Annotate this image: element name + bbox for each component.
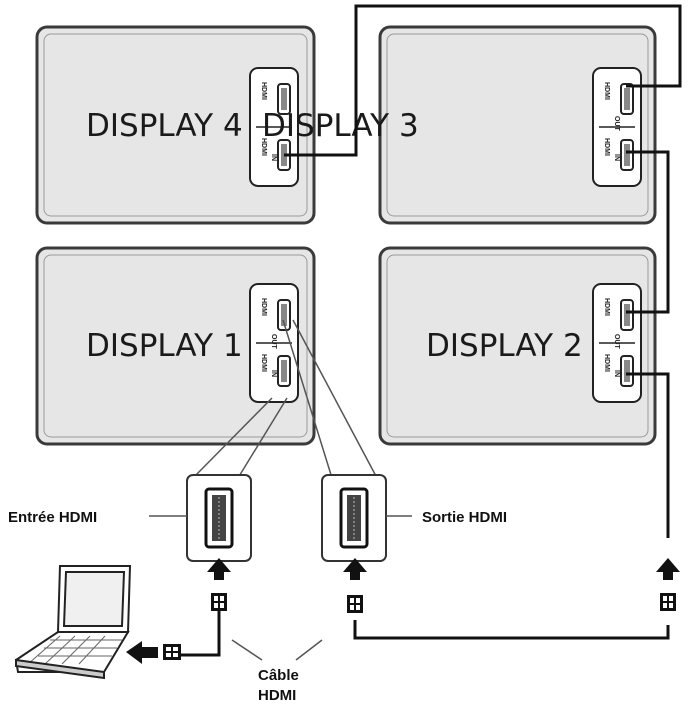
- left-arrow-icon: [126, 641, 158, 664]
- display-1-label: DISPLAY 1: [86, 328, 243, 364]
- port-label-hdmi-out: HDMI: [260, 82, 267, 100]
- display-3: [378, 25, 657, 225]
- port-label-in: IN: [270, 370, 277, 377]
- display-1: [35, 246, 316, 446]
- cable-d2-out-to-d3-in: [626, 150, 670, 314]
- display-3-label: DISPLAY 3: [262, 108, 419, 144]
- port-label-hdmi-in: HDMI: [603, 138, 610, 156]
- port-panel-display-2: HDMI OUT HDMI IN: [592, 283, 642, 403]
- port-label-hdmi-out: HDMI: [603, 82, 610, 100]
- port-label-in: IN: [270, 154, 277, 161]
- port-label-hdmi-in: HDMI: [260, 138, 267, 156]
- laptop-icon: [14, 565, 132, 680]
- port-panel-display-4: HDMI HDMI IN: [249, 67, 299, 187]
- cable-label-line1: Câble: [258, 667, 299, 684]
- port-label-hdmi-in: HDMI: [260, 354, 267, 372]
- hdmi-input-label: Entrée HDMI: [8, 509, 97, 526]
- display-4-label: DISPLAY 4: [86, 108, 243, 144]
- port-label-out: OUT: [613, 116, 620, 132]
- port-label-out: OUT: [270, 334, 277, 350]
- cable-laptop-to-d1-in: [180, 611, 221, 657]
- cable-d2-in-from-d1-out: [353, 372, 670, 640]
- display-2: [378, 246, 657, 446]
- display-4: [35, 25, 316, 225]
- callout-lines: [192, 319, 378, 479]
- hdmi-output-connector: [320, 473, 388, 563]
- hdmi-output-label: Sortie HDMI: [422, 509, 507, 526]
- cable-leader: [231, 639, 263, 661]
- cable-leader: [295, 639, 323, 661]
- port-panel-display-3: HDMI OUT HDMI IN: [592, 67, 642, 187]
- up-arrow-icon: [656, 558, 680, 580]
- hdmi-plug-icon: [660, 593, 676, 611]
- port-label-in: IN: [613, 370, 620, 377]
- port-label-hdmi-out: HDMI: [260, 298, 267, 316]
- hdmi-plug-icon: [211, 593, 227, 611]
- hdmi-input-connector: [185, 473, 253, 563]
- display-2-label: DISPLAY 2: [426, 328, 583, 364]
- port-label-in: IN: [613, 154, 620, 161]
- port-label-out: OUT: [613, 334, 620, 350]
- port-label-hdmi-out: HDMI: [603, 298, 610, 316]
- cable-label-line2: HDMI: [258, 687, 296, 704]
- port-label-hdmi-in: HDMI: [603, 354, 610, 372]
- hdmi-plug-icon: [163, 644, 181, 660]
- cable-d3-out-to-d4-in: [284, 4, 682, 157]
- hdmi-plug-icon: [347, 595, 363, 613]
- port-panel-display-1: HDMI OUT HDMI IN: [249, 283, 299, 403]
